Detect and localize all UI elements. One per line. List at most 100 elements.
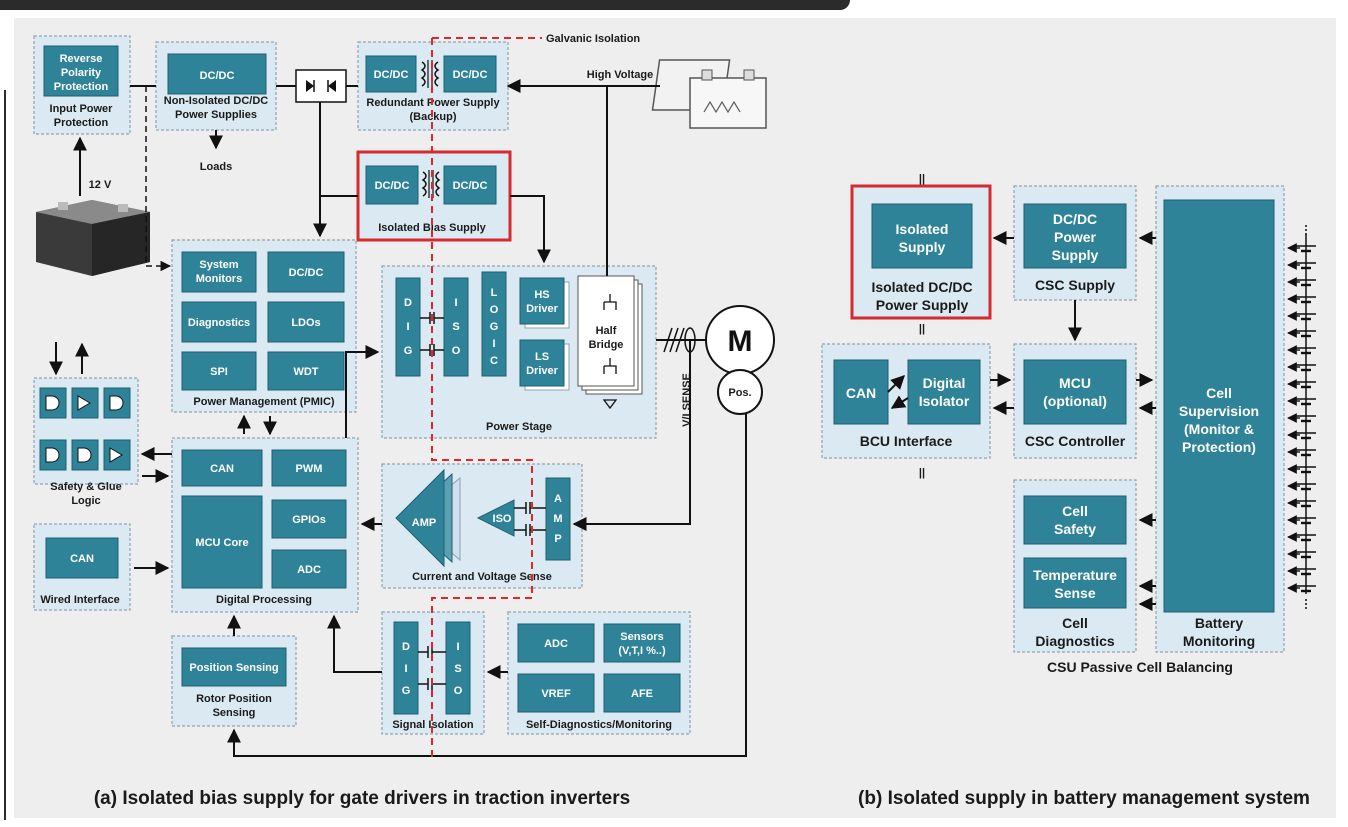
svg-text:Logic: Logic xyxy=(71,495,100,507)
svg-text:CAN: CAN xyxy=(846,385,876,401)
svg-text:Sensors: Sensors xyxy=(620,631,663,643)
svg-text:System: System xyxy=(199,259,238,271)
power-stage-block: D I G I S O L O G I C HS Driver LS Drive… xyxy=(381,265,657,439)
svg-text:I: I xyxy=(454,297,457,309)
svg-text:SPI: SPI xyxy=(210,366,228,378)
svg-text:D: D xyxy=(402,641,410,653)
svg-text:Signal Isolation: Signal Isolation xyxy=(392,719,474,731)
svg-text:I: I xyxy=(456,641,459,653)
svg-text:(V,T,I %..): (V,T,I %..) xyxy=(618,645,666,657)
svg-text:Safety & Glue: Safety & Glue xyxy=(50,481,122,493)
svg-text:ADC: ADC xyxy=(297,564,321,576)
svg-text:DC/DC: DC/DC xyxy=(453,69,488,81)
input-power-protection-block: Reverse Polarity Protection Input Power … xyxy=(33,35,131,135)
svg-text:DC/DC: DC/DC xyxy=(375,180,410,192)
svg-text:I: I xyxy=(404,663,407,675)
isolated-bias-label: Isolated Bias Supply xyxy=(378,222,486,234)
svg-text:Driver: Driver xyxy=(526,365,559,377)
svg-text:Isolated DC/DC: Isolated DC/DC xyxy=(871,279,972,295)
svg-text:||: || xyxy=(919,467,925,479)
digital-processing-label: Digital Processing xyxy=(216,594,312,606)
svg-text:I: I xyxy=(492,338,495,350)
svg-text:Sensing: Sensing xyxy=(213,707,256,719)
svg-text:Half: Half xyxy=(596,325,617,337)
cell-continuation-dot xyxy=(1305,225,1307,227)
svg-text:M: M xyxy=(728,325,753,358)
battery-cell-stack-icon xyxy=(1287,225,1316,609)
svg-text:O: O xyxy=(452,345,461,357)
redundant-label: Redundant Power Supply xyxy=(366,97,500,109)
svg-text:||: || xyxy=(919,323,925,335)
svg-text:LDOs: LDOs xyxy=(291,317,320,329)
svg-text:Digital: Digital xyxy=(923,375,966,391)
svg-text:PWM: PWM xyxy=(296,463,323,475)
current-voltage-sense-block: AMP ISO A M P Current and Voltage Sense xyxy=(381,463,583,589)
digital-processing-block: CAN PWM MCU Core GPIOs ADC Digital Proce… xyxy=(171,437,359,613)
csc-controller-block: MCU (optional) CSC Controller xyxy=(1013,343,1137,459)
top-bar xyxy=(0,0,1348,14)
svg-text:MCU: MCU xyxy=(1059,375,1091,391)
pmic-block: System Monitors DC/DC Diagnostics LDOs S… xyxy=(171,239,357,413)
svg-text:GPIOs: GPIOs xyxy=(292,514,326,526)
motor-icon: M Pos. xyxy=(705,305,775,415)
svg-text:S: S xyxy=(452,321,459,333)
current-voltage-label: Current and Voltage Sense xyxy=(412,571,552,583)
oring-diodes-icon xyxy=(295,69,347,103)
svg-text:L: L xyxy=(491,287,498,299)
svg-text:CAN: CAN xyxy=(70,553,94,565)
svg-text:DC/DC: DC/DC xyxy=(200,70,235,82)
svg-text:DC/DC: DC/DC xyxy=(289,267,324,279)
svg-text:Rotor Position: Rotor Position xyxy=(196,693,272,705)
right-wiring xyxy=(887,231,1156,611)
svg-text:AMP: AMP xyxy=(412,517,436,529)
svg-text:Power: Power xyxy=(1054,229,1097,245)
svg-text:VREF: VREF xyxy=(541,688,571,700)
cell-diagnostics-block: Cell Safety Temperature Sense Cell Diagn… xyxy=(1013,479,1137,653)
caption-a: (a) Isolated bias supply for gate driver… xyxy=(94,788,630,809)
svg-text:Protection: Protection xyxy=(54,81,109,93)
svg-text:Power Supplies: Power Supplies xyxy=(175,109,257,121)
svg-text:P: P xyxy=(554,533,561,545)
self-diagnostics-block: ADC Sensors (V,T,I %..) VREF AFE Self-Di… xyxy=(507,611,691,735)
csu-label: CSU Passive Cell Balancing xyxy=(1047,659,1233,675)
pmic-label: Power Management (PMIC) xyxy=(193,396,335,408)
pos-label: Pos. xyxy=(728,387,751,399)
left-wiring: Loads xyxy=(49,79,747,757)
svg-text:Cell: Cell xyxy=(1062,503,1088,519)
svg-text:(Backup): (Backup) xyxy=(409,111,456,123)
svg-text:G: G xyxy=(404,345,413,357)
svg-text:DC/DC: DC/DC xyxy=(1053,211,1097,227)
svg-text:LS: LS xyxy=(535,351,549,363)
svg-text:G: G xyxy=(490,321,499,333)
svg-text:Safety: Safety xyxy=(1054,521,1096,537)
galvanic-isolation-line xyxy=(431,38,533,760)
svg-text:G: G xyxy=(402,685,411,697)
isolated-bias-supply-block: DC/DC DC/DC Isolated Bias Supply xyxy=(356,150,512,242)
12v-label: 12 V xyxy=(89,179,112,191)
non-isolated-label: Non-Isolated DC/DC xyxy=(164,95,269,107)
high-voltage-battery-icon xyxy=(651,59,767,129)
svg-text:Driver: Driver xyxy=(526,303,559,315)
svg-text:AFE: AFE xyxy=(631,688,653,700)
cell-continuation-dot xyxy=(1305,607,1307,609)
svg-text:BCU Interface: BCU Interface xyxy=(860,433,953,449)
svg-text:CAN: CAN xyxy=(210,463,234,475)
reverse-polarity-label: Reverse xyxy=(60,53,103,65)
svg-text:O: O xyxy=(454,685,463,697)
cell-continuation-dot xyxy=(1305,599,1307,601)
svg-text:MCU Core: MCU Core xyxy=(195,537,248,549)
svg-text:Diagnostics: Diagnostics xyxy=(188,317,250,329)
caption-b: (b) Isolated supply in battery managemen… xyxy=(858,788,1310,809)
rotor-position-block: Position Sensing Rotor Position Sensing xyxy=(171,635,297,727)
redundant-power-supply-block: DC/DC DC/DC Redundant Power Supply (Back… xyxy=(357,41,509,131)
svg-text:WDT: WDT xyxy=(293,366,318,378)
svg-text:ISO: ISO xyxy=(493,513,512,525)
svg-text:Power Supply: Power Supply xyxy=(876,297,969,313)
svg-text:M: M xyxy=(553,513,562,525)
svg-text:Self-Diagnostics/Monitoring: Self-Diagnostics/Monitoring xyxy=(526,719,672,731)
svg-text:A: A xyxy=(554,493,562,505)
galvanic-isolation-label: Galvanic Isolation xyxy=(546,33,640,45)
svg-text:DC/DC: DC/DC xyxy=(374,69,409,81)
svg-text:Sense: Sense xyxy=(1054,585,1095,601)
